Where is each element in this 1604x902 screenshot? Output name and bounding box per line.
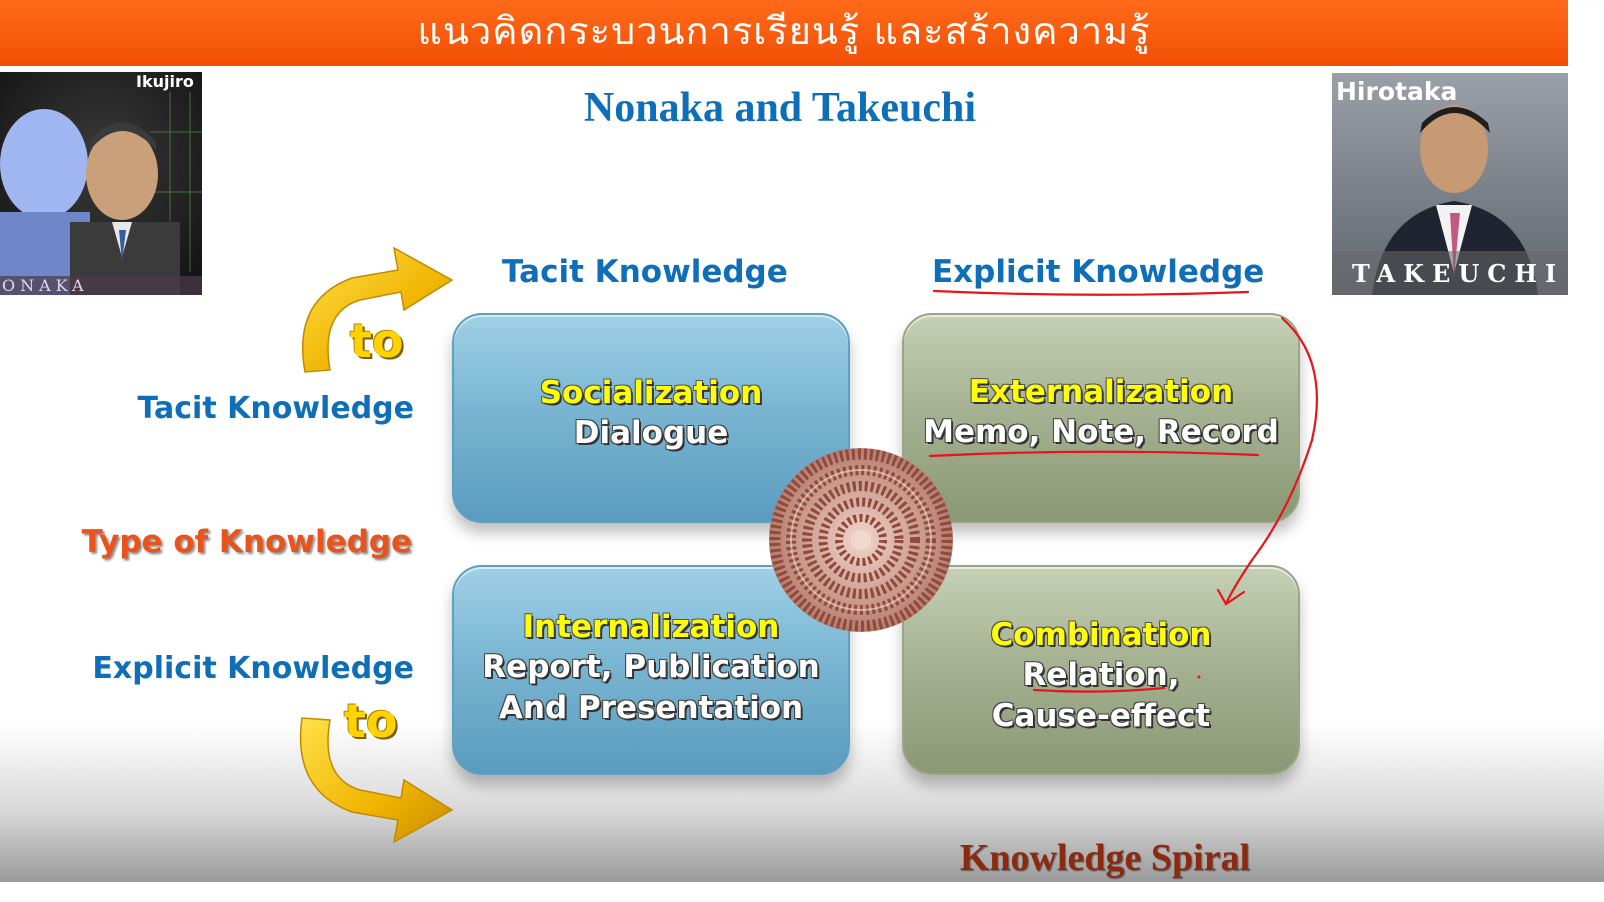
underline-explicit-knowledge	[932, 289, 1250, 296]
nonaka-photo: Ikujiro ONAKA	[0, 72, 202, 295]
quadrant-title: Internalization	[522, 609, 780, 645]
nonaka-last-name: ONAKA	[2, 276, 89, 295]
takeuchi-last-name: TAKEUCHI	[1352, 259, 1565, 288]
row-header-tacit: Tacit Knowledge	[137, 391, 414, 426]
to-label-top: to	[350, 314, 404, 368]
quadrant-internalization: Internalization Report, Publication And …	[452, 565, 850, 775]
column-header-tacit: Tacit Knowledge	[502, 254, 788, 290]
quadrant-text: Report, Publication	[482, 649, 820, 685]
quadrant-text: Memo, Note, Record	[923, 414, 1279, 450]
quadrant-text: Dialogue	[573, 415, 729, 451]
quadrant-externalization: Externalization Memo, Note, Record	[902, 313, 1300, 523]
slide-header: แนวคิดกระบวนการเรียนรู้ และสร้างความรู้	[0, 0, 1568, 66]
type-of-knowledge-label: Type of Knowledge	[81, 524, 412, 560]
knowledge-spiral-label: Knowledge Spiral	[959, 837, 1251, 879]
quadrant-socialization: Socialization Dialogue	[452, 313, 850, 523]
slide-title: Nonaka and Takeuchi	[583, 85, 977, 131]
quadrant-text: Relation,	[1022, 657, 1180, 693]
nonaka-first-name: Ikujiro	[136, 72, 194, 91]
quadrant-title: Combination	[990, 617, 1212, 653]
row-header-explicit: Explicit Knowledge	[92, 651, 414, 686]
takeuchi-photo: Hirotaka TAKEUCHI	[1332, 73, 1568, 295]
portrait-illustration	[1332, 105, 1568, 295]
portrait-illustration	[0, 72, 202, 295]
header-title: แนวคิดกระบวนการเรียนรู้ และสร้างความรู้	[417, 9, 1151, 53]
quadrant-text: And Presentation	[498, 690, 804, 726]
quadrant-title: Socialization	[539, 375, 763, 411]
quadrant-combination: Combination Relation, Cause-effect	[902, 565, 1300, 775]
column-header-explicit: Explicit Knowledge	[932, 254, 1265, 290]
to-label-bottom: to	[344, 694, 398, 748]
takeuchi-first-name: Hirotaka	[1336, 77, 1458, 106]
quadrant-text: Cause-effect	[991, 698, 1211, 734]
quadrant-title: Externalization	[968, 374, 1234, 410]
